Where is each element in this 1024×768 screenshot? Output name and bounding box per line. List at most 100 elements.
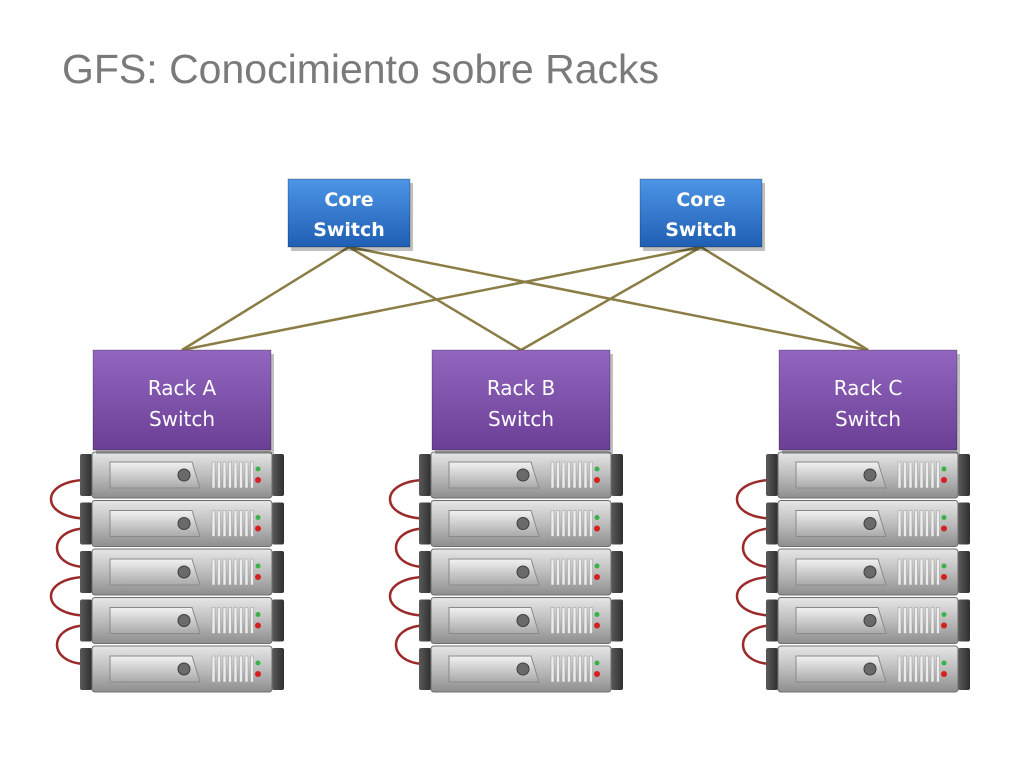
server-unit <box>766 548 970 596</box>
status-led-red-icon <box>255 671 261 677</box>
rack-switch-b-label-2: Switch <box>488 407 554 431</box>
power-button-icon <box>863 517 877 530</box>
server-unit <box>419 451 623 499</box>
rack-cabling <box>735 478 771 666</box>
status-led-red-icon <box>594 671 600 677</box>
core-switch-2-label-1: Core <box>676 189 725 211</box>
power-button-icon <box>863 565 877 579</box>
status-led-red-icon <box>941 622 947 629</box>
server-unit <box>80 645 284 693</box>
rack-switch-c-label-2: Switch <box>835 407 901 431</box>
status-led-green-icon <box>255 612 261 617</box>
rack-switch-b-label-1: Rack B <box>487 376 555 400</box>
status-led-red-icon <box>941 574 947 580</box>
power-button-icon <box>177 468 191 482</box>
vent-grille-icon <box>897 461 940 489</box>
status-led-green-icon <box>255 563 261 569</box>
server-unit <box>80 500 284 547</box>
status-led-red-icon <box>594 622 600 629</box>
link-core1-rack1 <box>181 245 350 352</box>
power-button-icon <box>516 614 530 627</box>
vent-grille-icon <box>211 607 254 634</box>
status-led-green-icon <box>594 515 600 520</box>
vent-grille-icon <box>550 558 593 586</box>
core-switch-1-label-1: Core <box>324 189 373 211</box>
server-unit <box>766 645 970 693</box>
power-button-icon <box>177 662 191 676</box>
slide-title: GFS: Conocimiento sobre Racks <box>62 46 660 92</box>
status-led-green-icon <box>941 563 947 569</box>
link-core2-rack3 <box>700 245 869 352</box>
rack-2 <box>388 451 623 693</box>
status-led-green-icon <box>941 660 947 666</box>
server-unit <box>80 451 284 499</box>
status-led-red-icon <box>941 671 947 677</box>
status-led-green-icon <box>255 660 261 666</box>
rack-3 <box>735 451 970 693</box>
rack-switch-c-label-1: Rack C <box>834 376 903 400</box>
server-unit <box>766 500 970 547</box>
vent-grille-icon <box>897 558 940 586</box>
vent-grille-icon <box>211 558 254 586</box>
server-unit <box>419 597 623 644</box>
status-led-red-icon <box>594 574 600 580</box>
rack-switch-b: Rack B Switch <box>431 349 613 454</box>
status-led-green-icon <box>941 515 947 520</box>
vent-grille-icon <box>550 510 593 537</box>
status-led-green-icon <box>941 466 947 472</box>
status-led-green-icon <box>941 612 947 617</box>
rack-cabling <box>49 478 85 666</box>
rack-switch-a-label-2: Switch <box>149 407 215 431</box>
server-unit <box>419 500 623 547</box>
power-button-icon <box>516 517 530 530</box>
link-core2-rack1 <box>181 245 702 352</box>
vent-grille-icon <box>897 655 940 683</box>
status-led-red-icon <box>255 477 261 483</box>
power-button-icon <box>863 468 877 482</box>
rack-switch-c: Rack C Switch <box>778 349 960 454</box>
server-unit <box>80 597 284 644</box>
power-button-icon <box>516 662 530 676</box>
vent-grille-icon <box>550 655 593 683</box>
rack-cabling <box>388 478 424 666</box>
status-led-green-icon <box>594 612 600 617</box>
server-unit <box>766 597 970 644</box>
power-button-icon <box>177 565 191 579</box>
power-button-icon <box>516 565 530 579</box>
server-unit <box>80 548 284 596</box>
vent-grille-icon <box>550 607 593 634</box>
status-led-red-icon <box>255 574 261 580</box>
rack-switch-a: Rack A Switch <box>92 349 274 454</box>
links-layer <box>181 245 869 352</box>
vent-grille-icon <box>211 655 254 683</box>
power-button-icon <box>863 614 877 627</box>
status-led-red-icon <box>594 477 600 483</box>
status-led-green-icon <box>255 466 261 472</box>
status-led-red-icon <box>594 525 600 532</box>
vent-grille-icon <box>897 607 940 634</box>
power-button-icon <box>863 662 877 676</box>
vent-grille-icon <box>211 510 254 537</box>
link-core1-rack2 <box>348 245 522 352</box>
core-switch-2-label-2: Switch <box>665 219 737 241</box>
status-led-red-icon <box>255 622 261 629</box>
status-led-red-icon <box>941 525 947 532</box>
status-led-green-icon <box>594 563 600 569</box>
server-unit <box>419 645 623 693</box>
racks-layer <box>49 451 970 693</box>
status-led-green-icon <box>255 515 261 520</box>
server-unit <box>766 451 970 499</box>
status-led-red-icon <box>255 525 261 532</box>
vent-grille-icon <box>211 461 254 489</box>
vent-grille-icon <box>550 461 593 489</box>
status-led-green-icon <box>594 466 600 472</box>
rack-switch-a-label-1: Rack A <box>148 376 217 400</box>
vent-grille-icon <box>897 510 940 537</box>
status-led-green-icon <box>594 660 600 666</box>
power-button-icon <box>177 614 191 627</box>
status-led-red-icon <box>941 477 947 483</box>
